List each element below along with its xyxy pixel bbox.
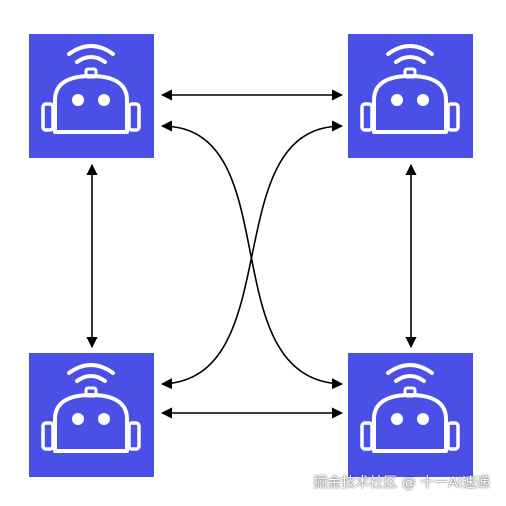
watermark: 掘金技术社区 @ 十一AI速递 [313,475,490,491]
edge-top-right-to-bottom-left [160,120,344,390]
agent-node-top-right [348,34,473,158]
agent-node-bottom-right [348,353,473,477]
agent-node-bottom-left [29,353,154,477]
agent-node-top-left [29,34,154,158]
